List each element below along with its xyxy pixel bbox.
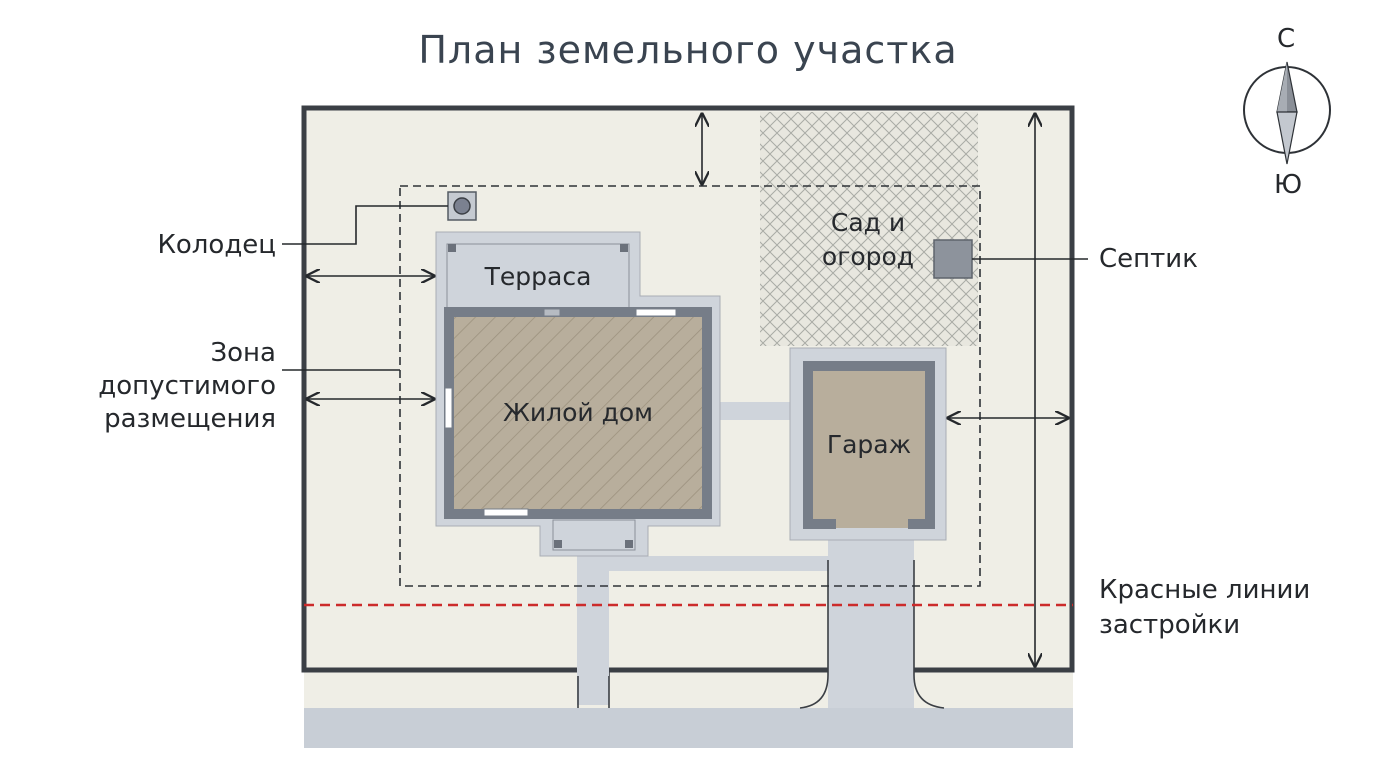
zone-label-line2: допустимого	[98, 371, 276, 401]
sidewalk	[304, 670, 1073, 708]
driveway-curbs	[577, 560, 945, 709]
well-icon	[453, 197, 471, 215]
terrace-label: Терраса	[484, 262, 592, 291]
page-title: План земельного участка	[418, 28, 958, 72]
red-lines-label-line1: Красные линии	[1099, 575, 1311, 605]
well-label: Колодец	[157, 230, 276, 260]
garden-area	[760, 112, 978, 346]
dimension-arrows	[307, 114, 1068, 666]
house-label: Жилой дом	[502, 398, 654, 427]
compass-icon	[1243, 61, 1331, 165]
house-windows	[444, 308, 677, 517]
house-body	[444, 307, 712, 519]
zone-label-line1: Зона	[210, 338, 276, 368]
road	[304, 708, 1073, 748]
septic-label: Септик	[1099, 244, 1198, 274]
septic	[933, 239, 973, 279]
garage-body	[803, 361, 935, 529]
garden-label-line1: Сад и	[830, 208, 906, 237]
compass-north-label: С	[1277, 24, 1296, 54]
permitted-zone	[399, 185, 981, 587]
compass-south-label: Ю	[1274, 170, 1303, 200]
well	[447, 191, 477, 221]
garden-label-line2: огород	[821, 242, 915, 271]
garage-label: Гараж	[826, 430, 912, 459]
porch	[552, 519, 636, 551]
zone-label-line3: размещения	[104, 404, 276, 434]
terrace-floor	[446, 243, 630, 311]
red-lines-label-line2: застройки	[1099, 610, 1241, 640]
